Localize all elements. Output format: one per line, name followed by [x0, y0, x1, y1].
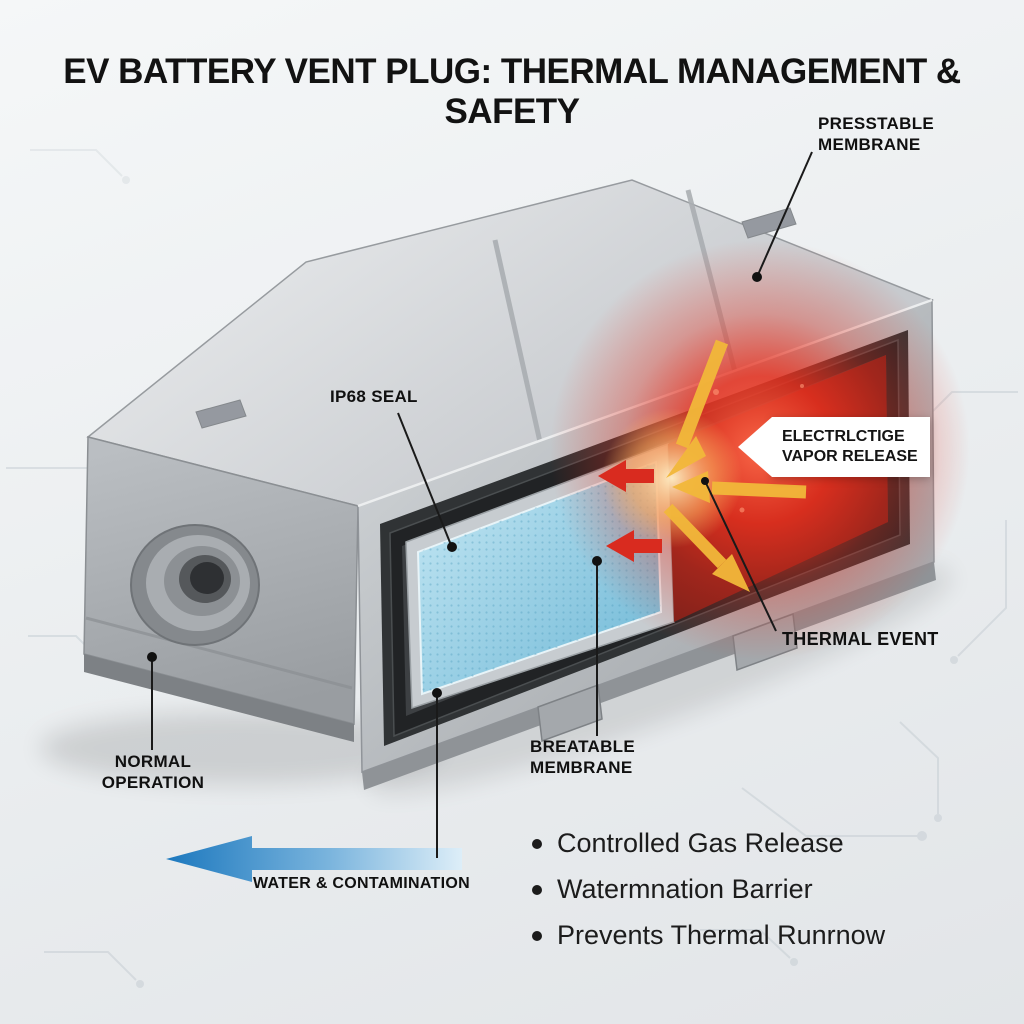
label-ip68-seal: IP68 SEAL: [330, 387, 418, 406]
callout-leaders: [151, 151, 813, 858]
thermal-arrow-icon: [598, 460, 662, 562]
feature-text: Prevents Thermal Runrnow: [557, 920, 886, 950]
label-presstable-membrane: PRESSTABLE MEMBRANE: [818, 114, 935, 154]
feature-item: Controlled Gas Release: [532, 828, 1002, 859]
label-thermal-event: THERMAL EVENT: [782, 629, 939, 649]
feature-item: Watermnation Barrier: [532, 874, 1002, 905]
leader-thermal: [704, 480, 777, 632]
label-vapor-release-callout: ELECTRLCTIGE VAPOR RELEASE: [738, 417, 930, 477]
leader-ip68: [397, 412, 452, 546]
water-arrow-icon: [166, 836, 462, 882]
label-water-contamination: WATER & CONTAMINATION: [253, 875, 470, 892]
feature-text: Watermnation Barrier: [557, 874, 813, 904]
bullet-icon: [532, 884, 542, 895]
bullet-icon: [532, 930, 542, 941]
thermal-glow-core: [602, 408, 742, 548]
port-fitting: [130, 524, 260, 646]
housing-clip-notches: [195, 207, 797, 429]
label-normal-operation: NORMAL OPERATION: [101, 752, 205, 792]
label-breathable-membrane: BREATABLE MEMBRANE: [530, 737, 636, 777]
vent-arrow-icon: [663, 339, 807, 592]
page-title: EV BATTERY VENT PLUG: THERMAL MANAGEMENT…: [63, 52, 961, 131]
feature-text: Controlled Gas Release: [557, 828, 844, 858]
leader-presstable: [756, 151, 813, 278]
callout-dot-markers: [147, 272, 762, 698]
feature-item: Prevents Thermal Runrnow: [532, 920, 1002, 951]
bullet-icon: [532, 838, 542, 849]
feature-list: Controlled Gas Release Watermnation Barr…: [532, 828, 1002, 966]
housing-left-groove: [85, 616, 353, 690]
